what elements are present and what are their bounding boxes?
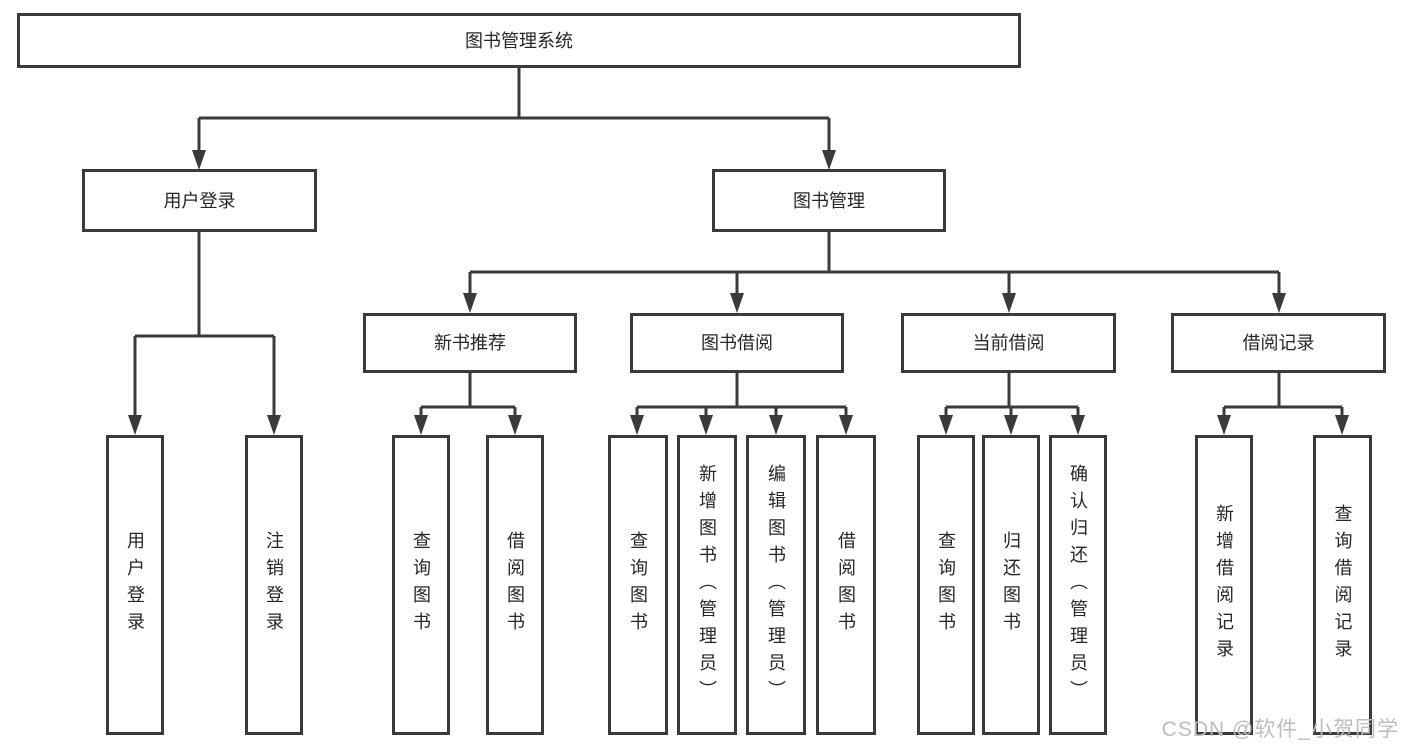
leaf-return-books: 归还图书	[982, 435, 1040, 735]
node-root-label: 图书管理系统	[465, 30, 573, 51]
leaf-current-query-books-label: 查询图书	[936, 531, 956, 639]
leaf-recommend-borrow-books-label: 借阅图书	[505, 531, 525, 639]
node-book-management: 图书管理	[712, 169, 946, 232]
node-user-login: 用户登录	[82, 169, 317, 232]
leaf-add-books-admin: 新增图书（管理员）	[677, 435, 737, 735]
leaf-query-borrow-record-label: 查询借阅记录	[1332, 504, 1353, 666]
node-current-borrow: 当前借阅	[901, 313, 1116, 373]
leaf-borrow-books-label: 借阅图书	[836, 531, 856, 639]
connector-lines	[133, 68, 1344, 418]
leaf-query-borrow-record: 查询借阅记录	[1313, 435, 1372, 735]
leaf-add-borrow-record-label: 新增借阅记录	[1214, 504, 1234, 666]
node-current-borrow-label: 当前借阅	[972, 333, 1045, 353]
node-borrow-record-label: 借阅记录	[1242, 333, 1315, 353]
leaf-add-books-admin-label: 新增图书（管理员）	[697, 463, 717, 707]
leaf-confirm-return-admin: 确认归还（管理员）	[1049, 435, 1107, 735]
node-new-book-recommend: 新书推荐	[363, 313, 577, 373]
node-borrow-record: 借阅记录	[1171, 313, 1386, 373]
leaf-recommend-borrow-books: 借阅图书	[486, 435, 544, 735]
node-book-borrow: 图书借阅	[630, 313, 844, 373]
leaf-add-borrow-record: 新增借阅记录	[1195, 435, 1253, 735]
node-book-management-label: 图书管理	[793, 190, 865, 211]
node-new-book-recommend-label: 新书推荐	[434, 333, 506, 353]
leaf-user-login: 用户登录	[106, 435, 164, 735]
node-user-login-label: 用户登录	[163, 190, 236, 211]
leaf-recommend-query-books-label: 查询图书	[411, 531, 431, 639]
leaf-current-query-books: 查询图书	[917, 435, 975, 735]
node-root: 图书管理系统	[17, 13, 1021, 68]
leaf-edit-books-admin-label: 编辑图书（管理员）	[766, 463, 786, 707]
leaf-borrow-books: 借阅图书	[816, 435, 876, 735]
leaf-logout: 注销登录	[245, 435, 303, 735]
leaf-confirm-return-admin-label: 确认归还（管理员）	[1068, 463, 1088, 707]
leaf-recommend-query-books: 查询图书	[392, 435, 450, 735]
leaf-logout-label: 注销登录	[264, 531, 284, 639]
node-book-borrow-label: 图书借阅	[701, 333, 773, 353]
leaf-borrow-query-books-label: 查询图书	[628, 531, 648, 639]
leaf-return-books-label: 归还图书	[1001, 531, 1021, 639]
leaf-borrow-query-books: 查询图书	[608, 435, 668, 735]
csdn-watermark: CSDN @软件_小贺同学	[1161, 718, 1399, 741]
leaf-edit-books-admin: 编辑图书（管理员）	[746, 435, 806, 735]
leaf-user-login-label: 用户登录	[125, 531, 145, 639]
